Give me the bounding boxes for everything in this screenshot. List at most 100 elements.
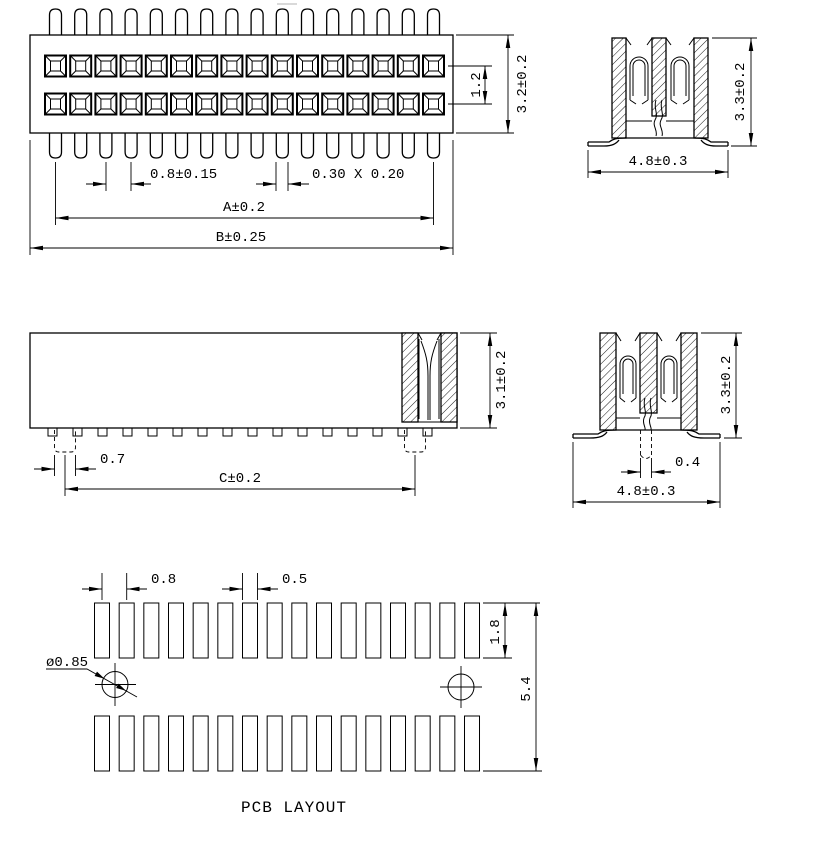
pin-bottom	[124, 133, 138, 159]
contact-square-outer	[195, 92, 219, 116]
pcb-pad	[217, 602, 234, 659]
contact-square-inner	[50, 60, 61, 72]
contact-square-inner	[352, 98, 364, 110]
pcb-pad	[291, 602, 308, 659]
contact-square-outer	[371, 92, 395, 116]
contact-square-inner	[377, 60, 389, 72]
contact-square-outer	[346, 54, 370, 78]
dim-label: A±0.2	[223, 200, 265, 216]
contact-square-inner	[352, 60, 364, 72]
contact-square-outer	[119, 92, 143, 116]
dim-label: 1.2	[469, 72, 485, 97]
dim-row-span: 5.4	[483, 603, 542, 772]
pin-top	[99, 8, 113, 35]
contact-spring	[629, 56, 649, 105]
contact-square-inner	[276, 98, 288, 110]
contact-square-bevel	[372, 55, 394, 77]
contact-square-outer	[170, 54, 193, 78]
pcb-pad	[192, 602, 209, 659]
contact-square-inner	[125, 98, 137, 110]
pin-bottom	[99, 133, 113, 159]
smt-foot-left	[572, 429, 617, 439]
contact-square-inner	[125, 60, 137, 72]
contact-square-outer	[270, 92, 294, 116]
pin-top	[48, 8, 63, 35]
dim-label: 4.8±0.3	[629, 154, 688, 170]
pin-top	[275, 8, 289, 35]
hatched-wall	[440, 332, 458, 423]
contact-square-inner	[75, 98, 87, 110]
solder-tab	[172, 427, 183, 437]
pcb-pad	[365, 602, 382, 659]
side-view-tabs	[47, 427, 433, 437]
contact-square-outer	[94, 54, 118, 78]
contact-square-outer	[69, 54, 93, 78]
contact-square-inner	[50, 98, 61, 110]
contact-square-bevel	[221, 93, 243, 115]
contact-square-outer	[270, 54, 294, 78]
dim-pin-section: 0.30 X 0.20	[256, 162, 404, 191]
contact-square-inner	[428, 60, 439, 72]
contact-square-outer	[321, 92, 345, 116]
contact-square-bevel	[271, 55, 294, 77]
contact-square-bevel	[246, 55, 268, 77]
dim-pad-height: 1.8	[483, 602, 540, 659]
arrowhead	[116, 683, 126, 691]
contact-square-inner	[201, 60, 213, 72]
contact-square-outer	[144, 54, 168, 78]
locating-peg-hidden	[640, 430, 652, 459]
contact-square-outer	[296, 54, 319, 78]
ext-line	[54, 455, 76, 476]
contact-square-bevel	[271, 93, 294, 115]
dim-height: 3.3±0.2	[712, 37, 757, 147]
pin-bottom	[300, 133, 315, 159]
contact-square-bevel	[321, 55, 344, 77]
dim-width: 4.8±0.3	[587, 150, 729, 178]
contact-square-inner	[402, 60, 414, 72]
ext-line	[483, 602, 540, 659]
solder-tab	[247, 427, 258, 437]
hatched-wall	[401, 332, 419, 423]
top-view-body-outline	[29, 34, 454, 134]
contact-square-outer	[245, 54, 269, 78]
pcb-pad	[94, 715, 110, 772]
contact-square-bevel	[372, 93, 394, 115]
pin-bottom	[149, 133, 163, 159]
dim-label: 5.4	[519, 676, 535, 701]
dim-peg-width: 0.4	[621, 455, 700, 478]
contact-square-outer	[422, 92, 445, 116]
contact-tail	[642, 397, 652, 431]
view-side: 0.7 C±0.2 3.1±0.2	[29, 332, 510, 496]
locating-peg-hidden	[54, 430, 76, 453]
cavity-floor	[616, 412, 681, 419]
cavity-leadin	[417, 332, 442, 341]
ext-line	[572, 442, 721, 508]
cavity-leadin	[625, 37, 695, 46]
contact-square-outer	[321, 54, 345, 78]
locating-peg-hidden	[404, 430, 426, 453]
contact-square-outer	[371, 54, 395, 78]
dim-body-height: 3.2±0.2	[456, 34, 531, 134]
top-view-pins-bottom	[48, 133, 441, 159]
contact-square-bevel	[195, 93, 218, 115]
solder-tab	[197, 427, 208, 437]
dim-label: ø0.85	[46, 655, 88, 671]
hatched-center-post	[651, 37, 667, 117]
contact-square-bevel	[95, 55, 117, 77]
pcb-pad	[439, 715, 456, 772]
pcb-pad	[439, 602, 456, 659]
solder-tab	[372, 427, 383, 437]
pin-bottom	[351, 133, 365, 159]
dim-label: 0.30 X 0.20	[312, 167, 404, 183]
pcb-layout-title: PCB LAYOUT	[241, 799, 347, 817]
hatched-wall	[693, 37, 709, 139]
contact-square-bevel	[145, 93, 168, 115]
pin-top	[174, 8, 189, 35]
pin-bottom	[225, 133, 239, 159]
dim-row-pitch-vertical: 1.2	[448, 65, 492, 105]
dim-pad-width: 0.5	[222, 572, 307, 600]
dim-pin-pitch: 0.8±0.15	[86, 162, 217, 191]
dim-label: 3.2±0.2	[515, 55, 531, 114]
top-view-pins-top	[48, 8, 441, 35]
